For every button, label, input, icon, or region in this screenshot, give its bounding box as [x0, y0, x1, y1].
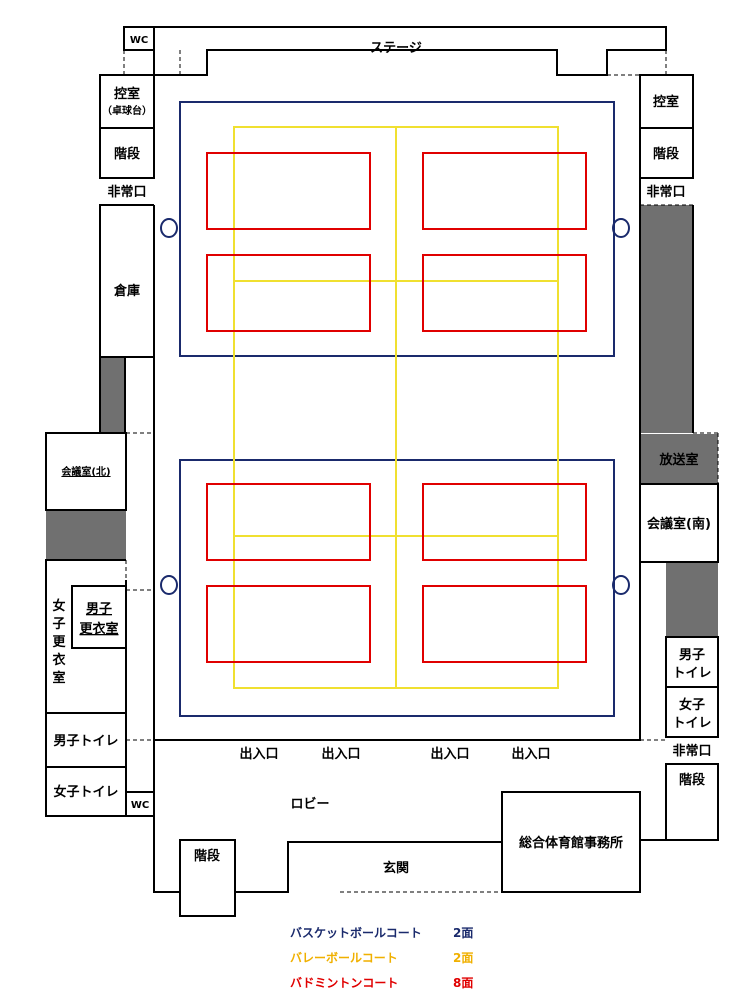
legend-badminton-label: バドミントンコート	[290, 976, 398, 990]
stage-label: ステージ	[370, 41, 422, 56]
womens-changing-char: 女	[52, 598, 65, 614]
mens-changing-label-1: 男子	[86, 602, 112, 617]
storage-room	[99, 204, 154, 358]
gray-block-left-mid	[46, 510, 126, 560]
womens-toilet-left-label: 女子トイレ	[53, 784, 118, 800]
legend: バスケットボールコート 2面 バレーボールコート 2面 バドミントンコート 8面	[290, 925, 473, 990]
womens-changing-char: 更	[52, 635, 66, 650]
wc-bottom	[125, 791, 155, 817]
legend-basketball-count: 2面	[453, 926, 473, 940]
meeting-room-south-label: 会議室(南)	[647, 516, 711, 532]
basketball-hoop-4	[612, 575, 630, 595]
womens-toilet-right-label-2: トイレ	[672, 716, 711, 731]
legend-volleyball-count: 2面	[453, 951, 473, 965]
womens-changing-label: 女 子 更 衣 室	[52, 598, 66, 686]
badminton-court-5	[206, 483, 371, 561]
womens-toilet-right-label-1: 女子	[679, 697, 705, 713]
badminton-court-6	[422, 483, 587, 561]
control-room-left-label: 控室	[114, 86, 140, 102]
basketball-hoop-2	[612, 218, 630, 238]
lobby-label: ロビー	[290, 796, 329, 812]
gray-block-right-upper	[640, 205, 693, 433]
womens-changing-char: 室	[52, 670, 65, 686]
womens-changing-char: 衣	[52, 652, 65, 668]
badminton-court-1	[206, 152, 371, 230]
office	[501, 791, 641, 893]
badminton-court-4	[422, 254, 587, 332]
entrance-label-3: 出入口	[430, 746, 469, 762]
basketball-hoop-1	[160, 218, 178, 238]
mens-toilet-right-label-2: トイレ	[672, 666, 711, 681]
mens-changing-room	[71, 585, 127, 649]
legend-badminton-count: 8面	[453, 976, 473, 990]
lobby-wall	[153, 816, 502, 917]
front-entrance-label: 玄関	[383, 860, 409, 876]
meeting-room-north-label: 会議室(北)	[61, 465, 110, 478]
stairs-right-bottom	[665, 763, 719, 841]
stairs-left-top	[99, 127, 155, 179]
stairs-right-bottom-label: 階段	[679, 772, 705, 788]
mens-toilet-right-label-1: 男子	[679, 648, 705, 663]
mens-changing-label-2: 更衣室	[79, 621, 118, 637]
legend-volleyball-label: バレーボールコート	[290, 950, 398, 965]
arena-wall	[153, 75, 641, 741]
legend-basketball-label: バスケットボールコート	[290, 925, 422, 940]
exit-right-bottom-label: 非常口	[672, 743, 711, 759]
badminton-court-7	[206, 585, 371, 663]
stairs-left-top-label: 階段	[114, 146, 140, 162]
stairs-right-top-label: 階段	[653, 146, 679, 162]
basketball-hoop-3	[160, 575, 178, 595]
entrance-label-2: 出入口	[321, 746, 360, 762]
meeting-room-north	[45, 432, 127, 511]
control-room-left-sublabel: （卓球台）	[102, 104, 152, 117]
entrance-label-1: 出入口	[239, 746, 278, 762]
storage-label: 倉庫	[113, 283, 140, 299]
office-label: 総合体育館事務所	[519, 835, 623, 851]
stairs-bottom-label: 階段	[194, 848, 220, 864]
broadcast-room-fill	[640, 434, 718, 484]
exit-left-label: 非常口	[107, 184, 146, 200]
entrance-label-4: 出入口	[511, 746, 550, 762]
wc-bottom-label: WC	[131, 800, 149, 811]
stairs-bottom	[179, 839, 236, 917]
badminton-court-2	[422, 152, 587, 230]
broadcast-room-label: 放送室	[658, 452, 698, 468]
control-room-right-label: 控室	[653, 94, 679, 110]
exit-right-top-label: 非常口	[646, 184, 685, 200]
badminton-court-3	[206, 254, 371, 332]
gray-block-right-lower	[666, 562, 718, 637]
womens-toilet-right	[665, 686, 719, 738]
gray-block-left-upper	[100, 357, 125, 433]
mens-toilet-left-label: 男子トイレ	[53, 734, 118, 749]
wc-top-label: WC	[130, 35, 148, 46]
stage-area	[123, 26, 667, 76]
badminton-court-8	[422, 585, 587, 663]
womens-changing-char: 子	[52, 617, 65, 632]
